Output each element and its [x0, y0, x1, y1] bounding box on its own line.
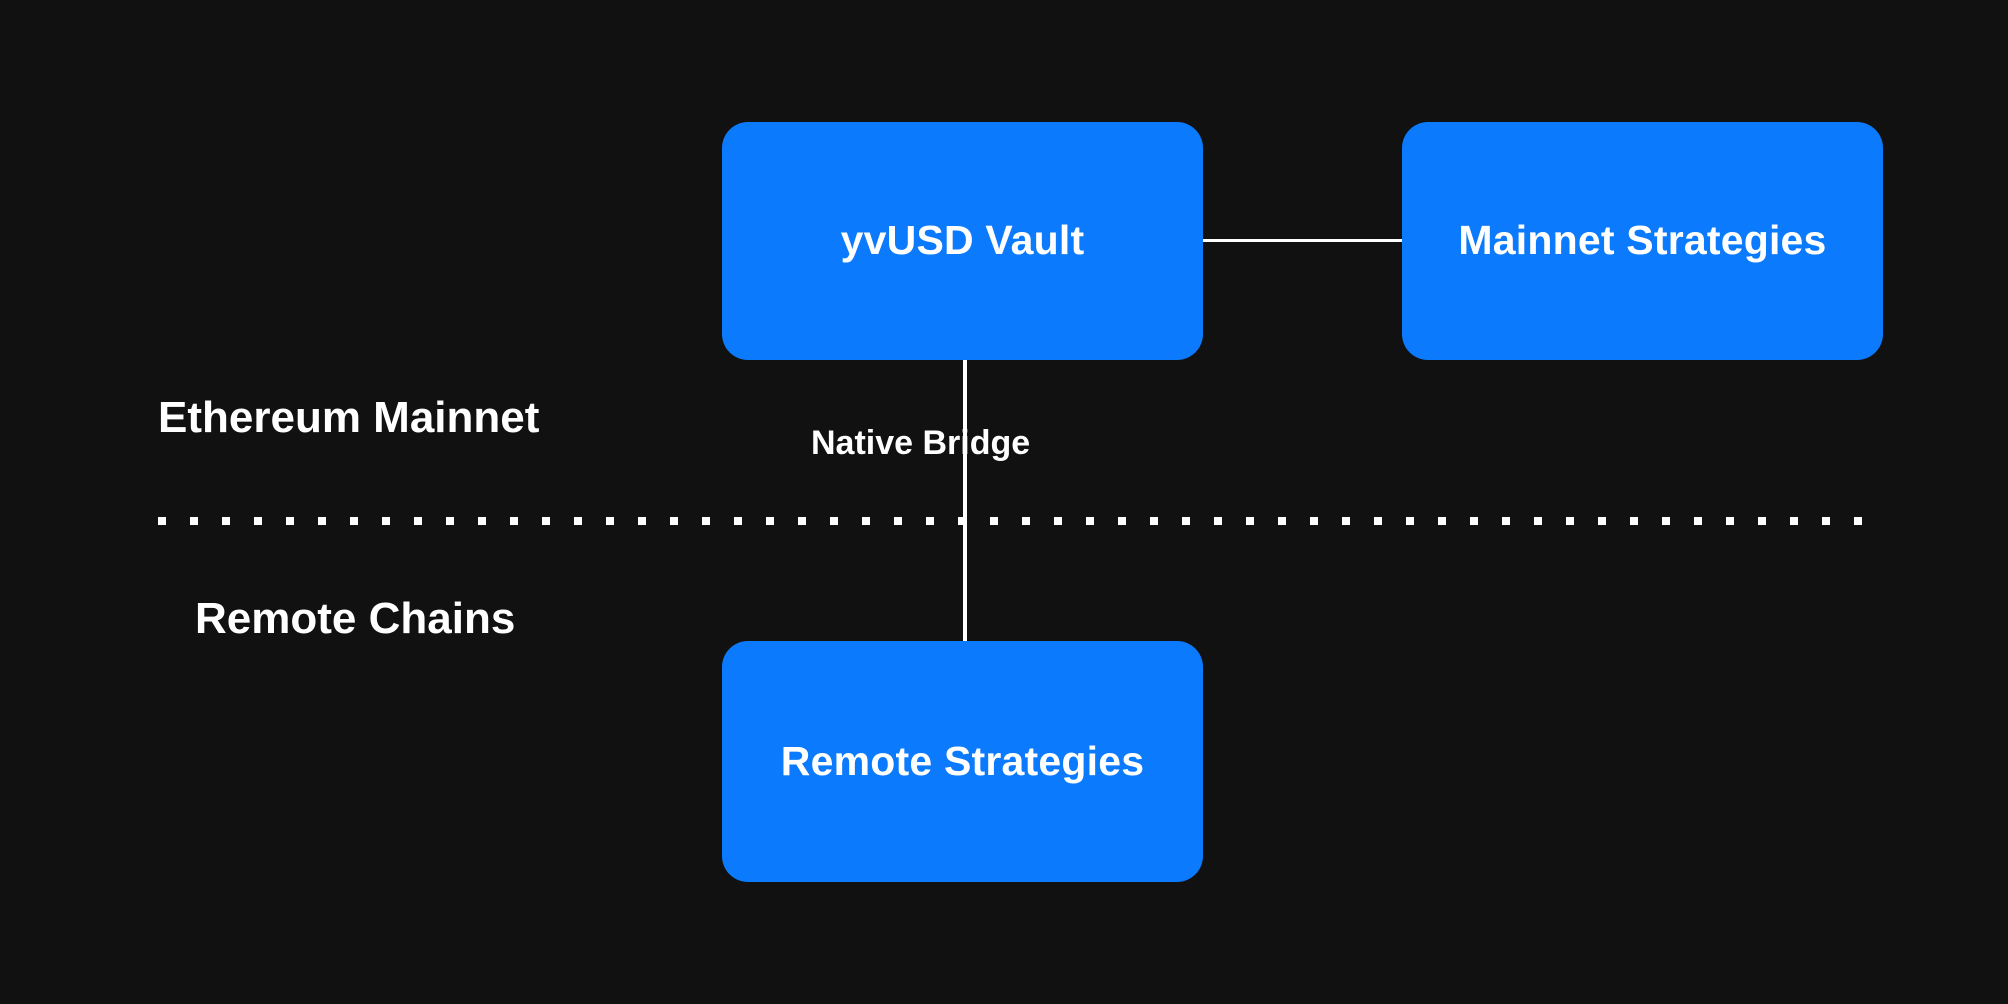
node-label-mainnet-strategies: Mainnet Strategies — [1458, 217, 1827, 264]
edge-vault-to-remote-strategies — [963, 358, 967, 643]
zone-label-remote-chains: Remote Chains — [195, 594, 516, 643]
zone-label-ethereum-mainnet: Ethereum Mainnet — [158, 393, 540, 442]
node-remote-strategies[interactable]: Remote Strategies — [722, 641, 1203, 882]
node-label-remote-strategies: Remote Strategies — [780, 737, 1145, 784]
edge-vault-to-mainnet-strategies — [1200, 239, 1404, 242]
edge-label-native-bridge: Native Bridge — [811, 424, 1031, 462]
node-yvusd-vault[interactable]: yvUSD Vault — [722, 122, 1203, 360]
node-label-yvusd-vault: yvUSD Vault — [840, 217, 1085, 264]
zone-divider-dashed-line — [158, 517, 1870, 525]
node-mainnet-strategies[interactable]: Mainnet Strategies — [1402, 122, 1883, 360]
